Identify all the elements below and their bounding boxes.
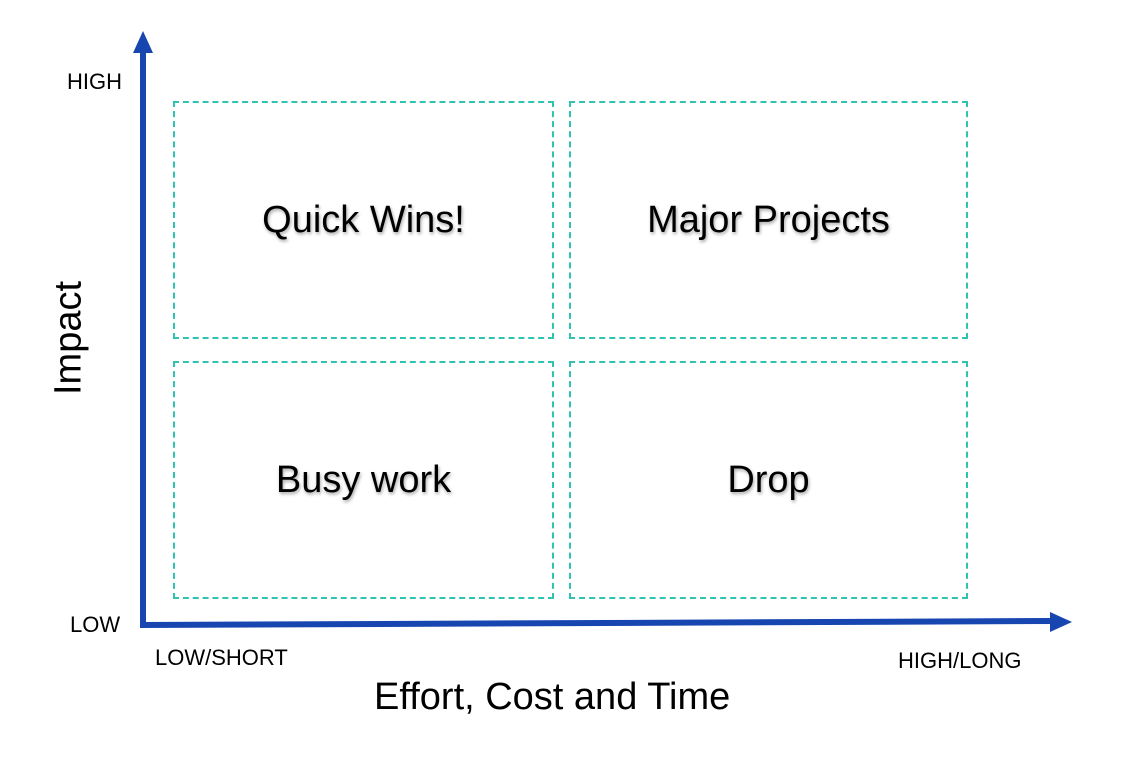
y-axis-arrow-icon (133, 31, 153, 53)
y-axis-low-label: LOW (70, 612, 121, 637)
quadrant-busy-work: Busy work (173, 361, 554, 599)
quadrant-label-busy-work: Busy work (275, 458, 452, 501)
quadrant-major-projects: Major Projects (569, 101, 968, 339)
quadrant-label-quick-wins: Quick Wins! (262, 198, 465, 241)
x-axis-arrow-icon (1050, 612, 1072, 632)
quadrant-label-drop: Drop (727, 458, 810, 501)
quadrant-label-major-projects: Major Projects (647, 198, 890, 241)
x-axis-low-label: LOW/SHORT (155, 645, 288, 670)
x-axis-high-label: HIGH/LONG (898, 648, 1022, 673)
quadrant-drop: Drop (569, 361, 968, 599)
quadrant-quick-wins: Quick Wins! (173, 101, 554, 339)
x-axis-title: Effort, Cost and Time (374, 676, 731, 718)
y-axis-high-label: HIGH (67, 69, 122, 94)
y-axis-title: Impact (47, 280, 90, 396)
x-axis-line (139, 618, 1053, 628)
